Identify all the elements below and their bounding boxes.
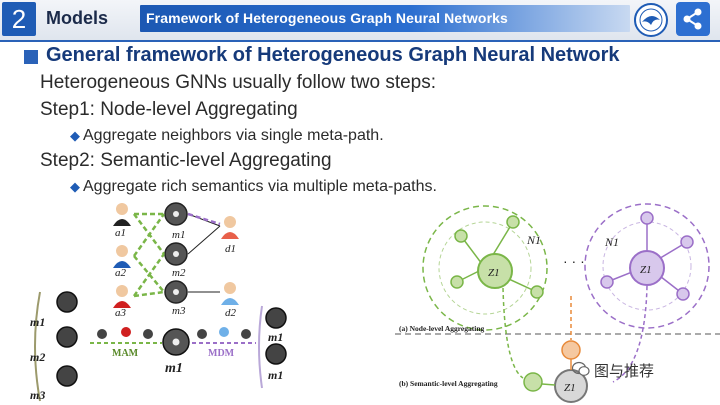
section-label: Models <box>46 8 109 28</box>
author-label: a2 <box>115 267 127 279</box>
movie-reel-icon <box>265 307 287 365</box>
step2-bullet: ◆Aggregate rich semantics via multiple m… <box>70 178 437 195</box>
final-embedding-label: Z1 <box>564 382 576 394</box>
green-arrow <box>541 383 556 386</box>
movie-reel-icon <box>56 291 78 387</box>
metapath-edge <box>187 212 221 226</box>
right-inner-circle <box>602 221 692 311</box>
semantic-node <box>523 372 543 392</box>
left-neighborhood-label: N1 <box>526 233 541 247</box>
left-center-node <box>477 253 513 289</box>
green-path <box>502 287 524 379</box>
share-button[interactable] <box>676 2 710 36</box>
author-movie-edges <box>132 212 166 298</box>
heterogeneous-graph-figure: a1 a2 a3 m1 m2 m3 d1 d2 <box>30 202 287 402</box>
movie-label: m3 <box>172 305 186 317</box>
title-banner <box>140 5 630 32</box>
heading-bullet-square <box>24 50 38 64</box>
group-movie-label: m2 <box>30 350 45 364</box>
university-logo-icon <box>634 3 668 37</box>
movie-label: m2 <box>172 267 186 279</box>
slide-heading: General framework of Heterogeneous Graph… <box>46 44 620 66</box>
right-neighborhood-label: N1 <box>604 235 619 249</box>
right-neighborhood-circle <box>584 203 710 329</box>
diamond-bullet-icon: ◆ <box>70 128 80 143</box>
director-label: d1 <box>225 243 236 255</box>
right-group-bracket <box>258 305 263 389</box>
left-group-bracket <box>34 291 41 402</box>
group-movie-label: m1 <box>30 315 45 329</box>
section-number-badge: 2 <box>2 2 36 36</box>
right-center-label: Z1 <box>640 264 652 276</box>
center-movie-label: m1 <box>165 361 183 376</box>
header-divider <box>0 40 720 42</box>
group-movie-label: m1 <box>268 330 283 344</box>
movie-reel-hole-icon <box>172 338 180 346</box>
left-neighborhood-circle <box>422 205 548 331</box>
mdm-path-icons <box>197 327 251 339</box>
watermark-text: 图与推荐 <box>594 363 655 380</box>
neighbor-node <box>600 211 694 301</box>
neighbor-node <box>450 215 544 299</box>
mdm-label: MDM <box>208 348 235 359</box>
left-inner-circle <box>438 221 532 315</box>
author-icon <box>113 203 131 308</box>
group-movie-label: m1 <box>268 368 283 382</box>
right-center-node <box>629 250 665 286</box>
movie-reel-hole-icon <box>173 211 179 295</box>
ellipsis: · · · <box>563 253 585 269</box>
left-center-label: Z1 <box>488 267 500 279</box>
movie-label: m1 <box>172 229 185 241</box>
node-level-label: (a) Node-level Aggregating <box>399 324 485 333</box>
mam-label: MAM <box>112 348 139 359</box>
director-label: d2 <box>225 307 237 319</box>
share-icon <box>683 8 702 30</box>
purple-path <box>612 285 648 383</box>
author-label: a1 <box>115 227 126 239</box>
step1-bullet: ◆Aggregate neighbors via single meta-pat… <box>70 127 384 144</box>
wechat-icon <box>572 361 590 376</box>
step2-text: Step2: Semantic-level Aggregating <box>40 150 332 171</box>
aggregation-diagram-figure: Z1 N1 · · · Z1 N1 (a) Node-level Aggrega… <box>395 203 720 403</box>
author-label: a3 <box>115 307 127 319</box>
director-icon <box>221 216 239 305</box>
semantic-node <box>561 340 581 360</box>
mam-path-icons <box>97 327 153 339</box>
diamond-bullet-icon: ◆ <box>70 179 80 194</box>
group-movie-label: m3 <box>30 388 45 402</box>
semantic-level-label: (b) Semantic-level Aggregating <box>399 379 498 388</box>
intro-text: Heterogeneous GNNs usually follow two st… <box>40 72 437 93</box>
step1-text: Step1: Node-level Aggregating <box>40 99 298 120</box>
movie-director-edges <box>187 213 221 293</box>
banner-title: Framework of Heterogeneous Graph Neural … <box>146 10 508 26</box>
